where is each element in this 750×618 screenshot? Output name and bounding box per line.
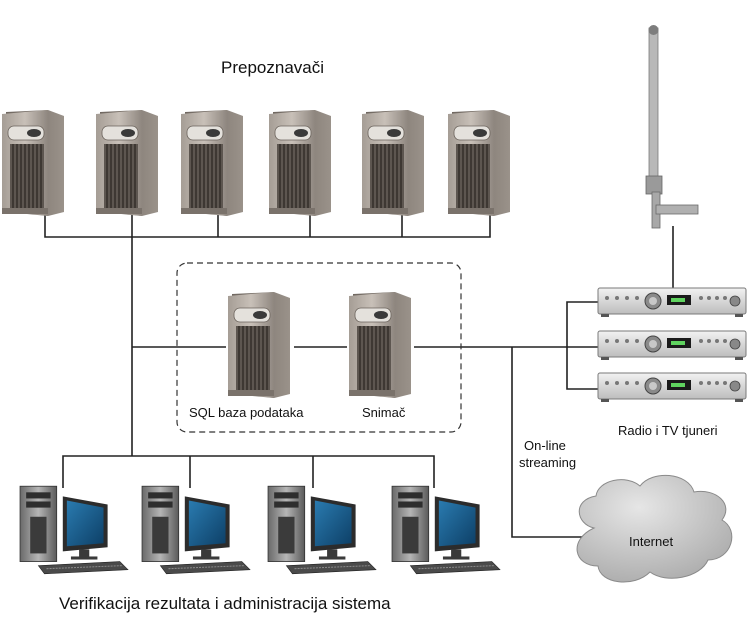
server-room-frame xyxy=(176,262,462,433)
sql-database-label: SQL baza podataka xyxy=(189,405,304,420)
radio-tuner-icon xyxy=(597,372,747,402)
desktop-workstation-icon xyxy=(19,485,129,575)
tuners xyxy=(597,287,747,402)
streaming-label-line2: streaming xyxy=(519,455,577,470)
recognizer-bus-line xyxy=(44,212,491,238)
server-tower-icon xyxy=(348,291,412,398)
streaming-line xyxy=(511,347,590,538)
internet-label: Internet xyxy=(629,534,674,549)
desktop-workstation-icon xyxy=(267,485,377,575)
tuner-bus-line xyxy=(566,301,600,390)
recorder-label: Snimač xyxy=(362,405,406,420)
desktop-workstation-icon xyxy=(141,485,251,575)
antenna-icon xyxy=(645,25,699,229)
workstation-bus-line xyxy=(62,455,435,488)
verification-label: Verifikacija rezultata i administracija … xyxy=(59,594,391,613)
workstations xyxy=(19,485,501,575)
recognizer-servers xyxy=(1,109,511,216)
server-tower-icon xyxy=(268,109,332,216)
radio-tuner-icon xyxy=(597,330,747,360)
core-servers xyxy=(227,291,412,398)
server-tower-icon xyxy=(180,109,244,216)
server-tower-icon xyxy=(361,109,425,216)
cloud-icon xyxy=(576,474,733,583)
tuners-label: Radio i TV tjuneri xyxy=(618,423,718,438)
desktop-workstation-icon xyxy=(391,485,501,575)
server-tower-icon xyxy=(95,109,159,216)
server-tower-icon xyxy=(1,109,65,216)
radio-tuner-icon xyxy=(597,287,747,317)
connection-lines xyxy=(44,212,674,538)
recognizers-label: Prepoznavači xyxy=(221,58,325,77)
server-tower-icon xyxy=(227,291,291,398)
server-tower-icon xyxy=(447,109,511,216)
streaming-label-line1: On-line xyxy=(524,438,566,453)
